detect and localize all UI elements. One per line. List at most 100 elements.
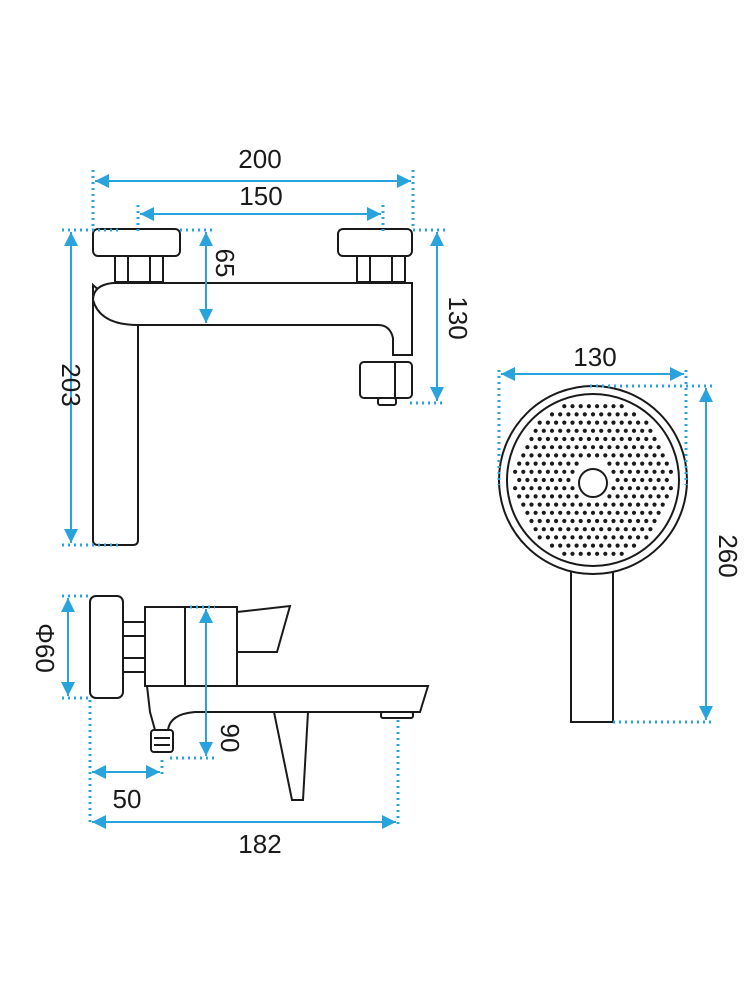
nozzle-dot — [521, 502, 526, 507]
nozzle-dot — [549, 412, 555, 417]
top-view-dimensions: 200 150 203 65 130 — [56, 144, 473, 547]
nozzle-dot — [611, 420, 616, 425]
nozzle-dot — [660, 453, 665, 458]
nozzle-dot — [590, 428, 596, 433]
nozzle-dot — [640, 461, 645, 466]
nozzle-dot — [611, 535, 616, 540]
side-flange — [89, 595, 124, 699]
nozzle-dot — [656, 510, 661, 515]
nozzle-dot — [570, 436, 575, 442]
nozzle-dot — [595, 535, 600, 540]
nozzle-dot — [648, 445, 653, 450]
nozzle-dot — [549, 461, 555, 466]
nozzle-dot — [586, 404, 592, 409]
nozzle-dot — [570, 486, 575, 491]
nozzle-dot — [619, 551, 624, 556]
nozzle-dot — [529, 502, 534, 507]
nozzle-dot — [521, 453, 526, 458]
nozzle-dot — [660, 469, 665, 474]
nozzle-dot — [529, 486, 534, 491]
nozzle-dot — [607, 461, 612, 466]
nozzle-dot — [615, 494, 620, 499]
nozzle-dot — [652, 502, 657, 507]
nozzle-dot — [627, 436, 633, 442]
nozzle-dot — [607, 412, 612, 417]
nozzle-dot — [554, 453, 559, 458]
nozzle-dot — [566, 477, 571, 483]
nozzle-dot — [545, 469, 551, 474]
nozzle-dot — [644, 469, 649, 474]
nozzle-dot — [562, 469, 567, 474]
nozzle-dot — [545, 502, 551, 507]
nozzle-dot — [574, 445, 579, 450]
nozzle-dot — [668, 469, 674, 474]
nozzle-dot — [623, 428, 628, 433]
nozzle-dot — [656, 445, 661, 450]
nozzle-dot — [578, 535, 583, 540]
nozzle-dot — [570, 469, 575, 474]
nozzle-dot — [578, 404, 583, 409]
nozzle-dot — [562, 502, 567, 507]
nozzle-dot — [545, 518, 551, 524]
nozzle-dot — [570, 453, 575, 458]
nozzle-dot — [607, 543, 612, 548]
nozzle-dot — [652, 469, 657, 474]
nozzle-dot — [513, 486, 518, 491]
dim-spout-offset: 65 — [210, 249, 240, 278]
nozzle-dot — [574, 543, 579, 548]
nozzle-dot — [648, 527, 653, 532]
side-inlet — [150, 729, 174, 753]
nozzle-dot — [537, 486, 542, 491]
side-nut — [122, 621, 146, 673]
nozzle-dot — [525, 477, 530, 483]
nozzle-dot — [640, 477, 645, 483]
nozzle-dot — [627, 518, 633, 524]
nozzle-dot — [586, 518, 592, 524]
nozzle-dot — [554, 535, 559, 540]
nozzle-dot — [623, 461, 628, 466]
nozzle-dot — [623, 412, 628, 417]
outlet-diverter — [359, 361, 413, 399]
nozzle-dot — [660, 502, 665, 507]
nozzle-dot — [554, 502, 559, 507]
nozzle-dot — [549, 445, 555, 450]
nozzle-dot — [627, 469, 633, 474]
side-view-dimensions: Φ60 90 50 182 — [30, 594, 400, 859]
nozzle-dot — [586, 502, 592, 507]
dim-inlet-spacing: 150 — [239, 181, 282, 211]
nozzle-dot — [562, 420, 567, 425]
nozzle-dot — [615, 527, 620, 532]
nozzle-dot — [558, 461, 563, 466]
nozzle-dot — [640, 428, 645, 433]
nozzle-dot — [537, 420, 542, 425]
nozzle-dot — [640, 494, 645, 499]
nozzle-dot — [623, 477, 628, 483]
side-body — [144, 606, 238, 687]
nozzle-dot — [652, 436, 657, 442]
nozzle-dot — [611, 551, 616, 556]
nozzle-dot — [525, 494, 530, 499]
nozzle-dot — [586, 453, 592, 458]
nozzle-dot — [529, 469, 534, 474]
dim-spout-projection: 130 — [443, 296, 473, 339]
nozzle-dot — [640, 445, 645, 450]
nozzle-dot — [648, 428, 653, 433]
nozzle-dot — [615, 445, 620, 450]
nozzle-dot — [623, 510, 628, 515]
nozzle-dot — [599, 412, 604, 417]
nut-right — [356, 255, 406, 283]
nozzle-dot — [631, 412, 637, 417]
nozzle-dot — [619, 436, 624, 442]
nozzle-dot — [574, 494, 579, 499]
dim-overall-height: 203 — [56, 363, 86, 406]
nozzle-dot — [586, 436, 592, 442]
dim-head-diameter: 130 — [573, 342, 616, 372]
flange-left — [92, 228, 181, 257]
nozzle-dot — [537, 453, 542, 458]
nozzle-dot — [603, 453, 608, 458]
nozzle-dot — [570, 535, 575, 540]
nozzle-dot — [631, 445, 637, 450]
nozzle-dot — [590, 510, 596, 515]
nozzle-dot — [623, 543, 628, 548]
